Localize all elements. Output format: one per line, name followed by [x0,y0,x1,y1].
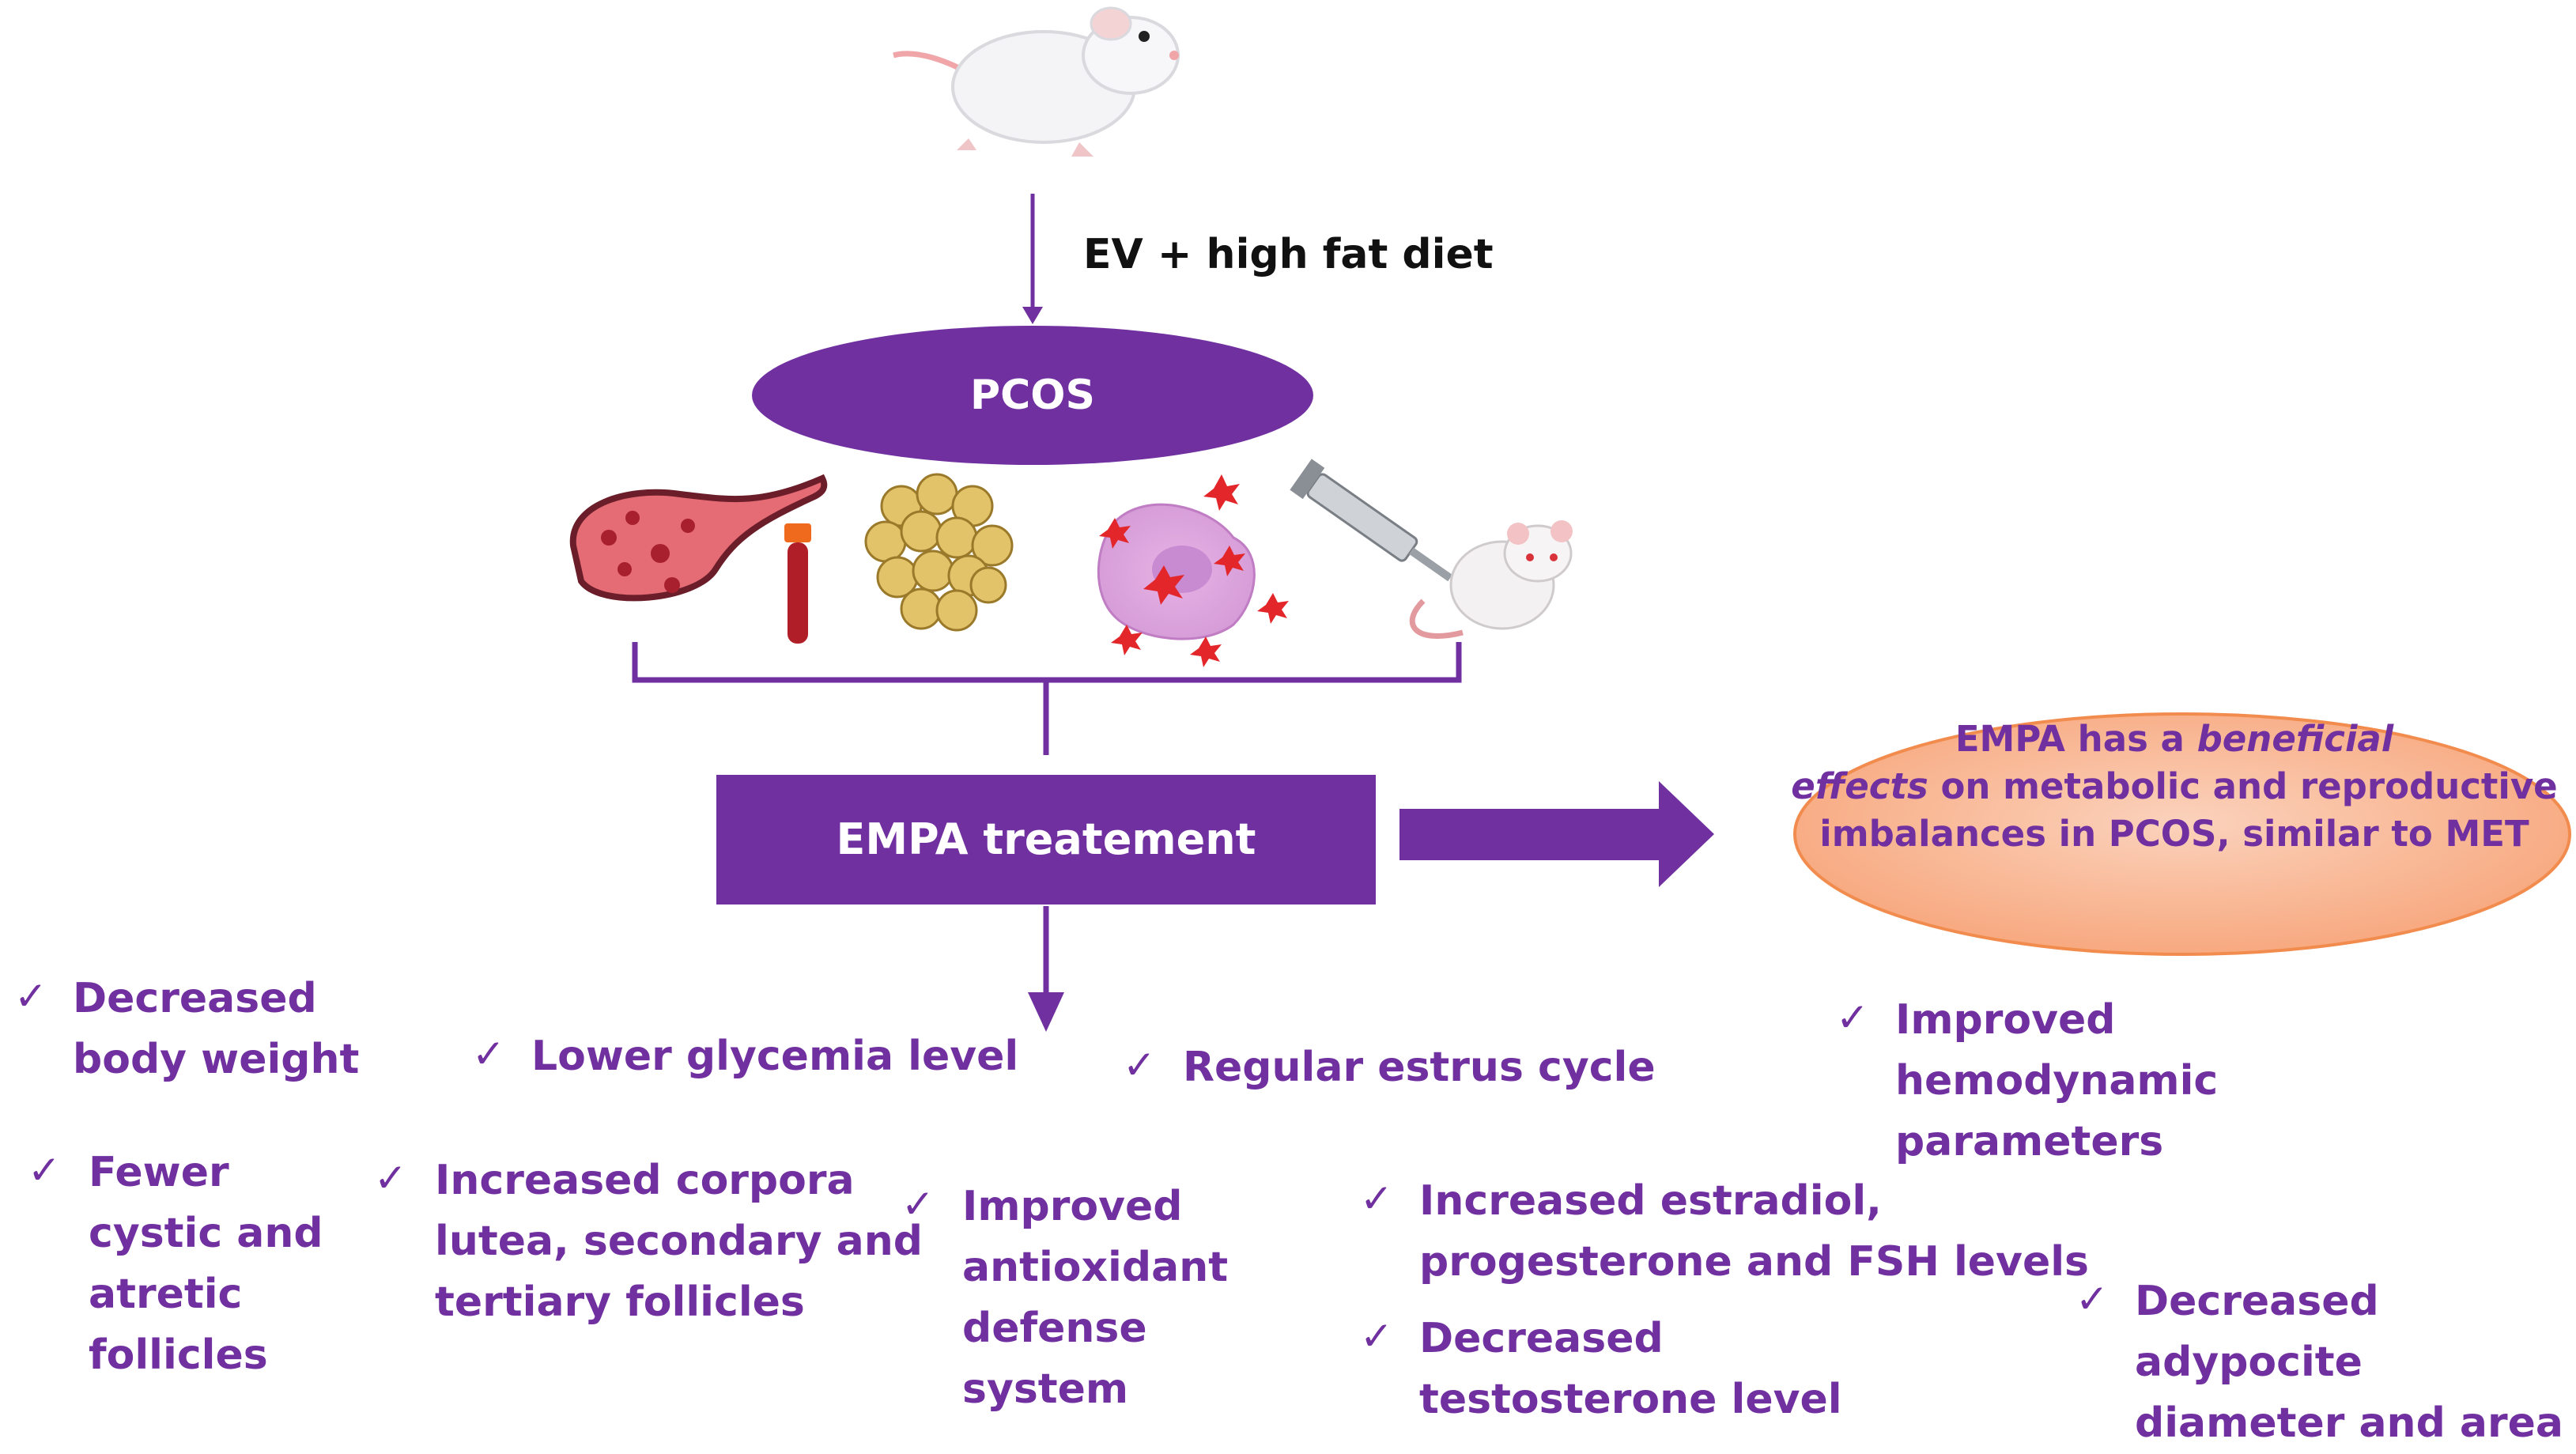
arrow-treatment-down [1028,906,1064,1032]
check-icon: ✓ [1123,1042,1156,1088]
adipocytes-icon [864,473,1014,632]
ovary-icon [569,474,828,602]
outcome-antioxidant: Improved antioxidant defense system [962,1183,1229,1413]
pcos-ellipse [752,326,1313,465]
outcome-estrus-cycle: Regular estrus cycle [1183,1044,1656,1091]
treatment-label: EMPA treatement [836,814,1256,864]
bracket-connector [632,642,1462,755]
conclusion-text: EMPA has a beneficial effects on metaboli… [1763,716,2576,858]
treatment-box [716,775,1376,905]
rat-icon [893,6,1180,157]
conclusion-italic2: effects [1791,765,1928,807]
check-icon: ✓ [2076,1276,2109,1322]
outcome-testosterone: Decreased testosterone level [1419,1315,1842,1423]
diet-label: EV + high fat diet [1083,231,1494,278]
check-icon: ✓ [28,1147,61,1193]
conclusion-ellipse [1793,712,2571,956]
check-icon: ✓ [472,1031,505,1077]
outcome-hemodynamic: Improved hemodynamic parameters [1895,996,2219,1165]
check-icon: ✓ [901,1181,935,1227]
oxidative-stress-cell-icon [1097,474,1289,667]
arrow-to-conclusion [1399,781,1714,887]
outcome-body-weight: Decreased body weight [73,975,360,1083]
outcome-hormones: Increased estradiol, progesterone and FS… [1419,1177,2089,1286]
pcos-label: PCOS [970,372,1095,419]
outcome-corpora-lutea: Increased corpora lutea, secondary and t… [435,1157,923,1326]
check-icon: ✓ [374,1155,407,1201]
syringe-icon [1290,459,1452,582]
conclusion-part2: on metabolic and reproductive imbalances… [1819,765,2558,855]
blood-tube-icon [784,523,811,644]
check-icon: ✓ [1836,995,1869,1040]
arrow-rat-to-pcos [1022,194,1043,324]
check-icon: ✓ [14,973,47,1019]
conclusion-part1: EMPA has a [1955,718,2197,760]
outcome-adipocyte: Decreased adypocite diameter and area [2135,1278,2563,1447]
check-icon: ✓ [1360,1176,1393,1222]
outcome-follicles: Fewer cystic and atretic follicles [89,1149,323,1379]
check-icon: ✓ [1360,1313,1393,1359]
outcome-glycemia: Lower glycemia level [531,1033,1019,1080]
conclusion-italic1: beneficial [2196,718,2394,760]
rat-injection-icon [1409,520,1573,639]
